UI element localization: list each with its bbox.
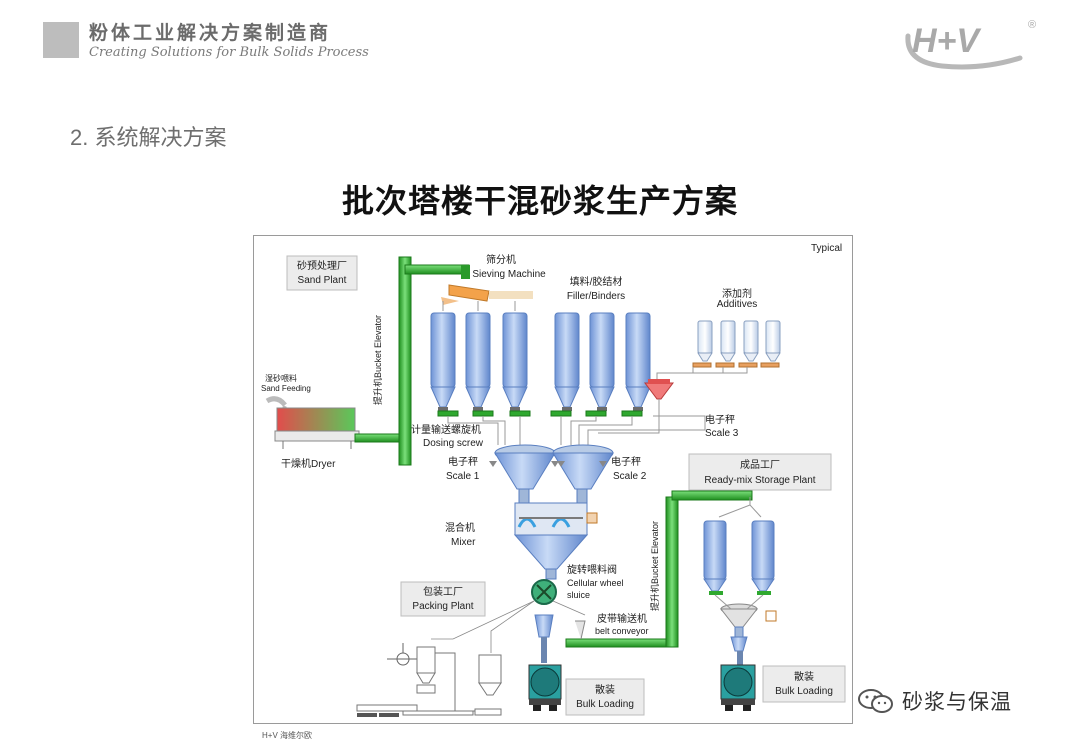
sieving-machine bbox=[441, 284, 533, 305]
scale-1-hopper bbox=[489, 444, 559, 490]
packing-plant-label-en: Packing Plant bbox=[412, 601, 473, 612]
mixer-label-cn: 混合机 bbox=[445, 521, 475, 534]
packing-plant-label-cn: 包装工厂 bbox=[423, 585, 463, 598]
valve-label-cn: 旋转喂料阀 bbox=[567, 563, 617, 576]
section-title: 2. 系统解决方案 bbox=[70, 125, 227, 150]
footer-note: H+V 海维尔欧 bbox=[262, 731, 313, 740]
sand-feeding-label-en: Sand Feeding bbox=[261, 384, 311, 393]
additives-label-cn: 添加剂 bbox=[722, 287, 752, 300]
bucket-elevator-1 bbox=[398, 256, 470, 466]
watermark: 砂浆与保温 bbox=[856, 686, 1012, 716]
storage-silo-1 bbox=[703, 520, 727, 592]
silo-filler-2 bbox=[589, 312, 615, 411]
scale-3-label-en: Scale 3 bbox=[705, 428, 739, 439]
company-name-cn: 粉体工业解决方案制造商 bbox=[89, 23, 332, 44]
belt-conveyor bbox=[565, 638, 679, 648]
packing-plant-box: 包装工厂 Packing Plant bbox=[400, 581, 486, 617]
packing-feed-lines bbox=[431, 600, 586, 653]
bucket-elevator-1-label: 提升机Bucket Elevator bbox=[372, 315, 383, 405]
dosing-screw-label-en: Dosing screw bbox=[423, 438, 484, 449]
scale-2-outlet bbox=[576, 488, 588, 504]
bulk-truck-2 bbox=[720, 664, 756, 711]
storage-silo-2 bbox=[751, 520, 775, 592]
bag-conveyor bbox=[356, 704, 502, 717]
scale-2-label-en: Scale 2 bbox=[613, 471, 647, 482]
storage-plant-box: 成品工厂 Ready-mix Storage Plant bbox=[688, 453, 832, 491]
belt-conveyor-label-cn: 皮带输送机 bbox=[597, 612, 647, 625]
silo-sand-1 bbox=[430, 312, 456, 411]
logo-text: H+V bbox=[912, 22, 982, 60]
filler-label-cn: 填料/胶结材 bbox=[570, 275, 623, 288]
belt-feed-hopper bbox=[575, 620, 586, 640]
sand-plant-label-cn: 砂预处理厂 bbox=[297, 259, 347, 272]
storage-screw-2 bbox=[757, 591, 771, 595]
valve-label-en-1: Cellular wheel bbox=[567, 578, 624, 588]
additive-silos bbox=[697, 320, 781, 362]
belt-conveyor-label-en: belt conveyor bbox=[595, 626, 649, 636]
storage-plant-label-en: Ready-mix Storage Plant bbox=[704, 475, 815, 486]
sand-feeding-label-cn: 湿砂喂料 bbox=[265, 373, 297, 383]
mixer-label-en: Mixer bbox=[451, 537, 476, 548]
logo-swoosh bbox=[905, 33, 1023, 70]
storage-plant-label-cn: 成品工厂 bbox=[740, 459, 780, 471]
silo-filler-1 bbox=[554, 312, 580, 411]
sand-feeding-arrow bbox=[265, 396, 287, 407]
bulk-loading-2-chute bbox=[730, 636, 748, 665]
bulk-loading-1-label-en: Bulk Loading bbox=[576, 699, 634, 710]
scale-1-outlet bbox=[518, 488, 530, 504]
bulk-loading-2-label-en: Bulk Loading bbox=[775, 686, 833, 697]
bulk-loading-2-label-cn: 散装 bbox=[794, 670, 814, 683]
silo-sand-3 bbox=[502, 312, 528, 411]
packing-equipment bbox=[387, 643, 502, 712]
sieving-label-en: Sieving Machine bbox=[472, 269, 546, 280]
bulk-truck-1 bbox=[528, 664, 562, 711]
scale-3 bbox=[644, 379, 674, 400]
dryer bbox=[274, 407, 360, 449]
bulk-loading-1-label-cn: 散装 bbox=[595, 683, 615, 696]
bulk-loading-2-box: 散装 Bulk Loading bbox=[762, 665, 846, 703]
cellular-wheel-sluice bbox=[531, 579, 557, 605]
storage-feed-lines bbox=[718, 497, 762, 518]
additive-dosing-screws bbox=[692, 362, 780, 368]
bucket-elevator-2-label: 提升机Bucket Elevator bbox=[649, 521, 660, 611]
header-gray-square bbox=[43, 22, 79, 58]
scale-3-feed-line bbox=[598, 399, 660, 434]
scale-1-label-cn: 电子秤 bbox=[448, 455, 478, 468]
diagram-title: 批次塔楼干混砂浆生产方案 bbox=[341, 183, 738, 219]
bucket-elevator-2 bbox=[665, 490, 753, 648]
process-diagram: Typical 砂预处理厂 Sand Plant 湿砂喂料 Sand Feedi… bbox=[253, 235, 853, 724]
additive-feed-line-3 bbox=[693, 367, 748, 374]
scale-2-hopper bbox=[552, 444, 614, 490]
storage-scale bbox=[719, 603, 777, 638]
wechat-icon bbox=[858, 689, 893, 713]
dryer-to-elevator-conveyor bbox=[354, 433, 402, 443]
sand-plant-box: 砂预处理厂 Sand Plant bbox=[286, 255, 358, 291]
scale-1-label-en: Scale 1 bbox=[446, 471, 480, 482]
bulk-loading-1-chute bbox=[534, 614, 554, 663]
valve-label-en-2: sluice bbox=[567, 590, 590, 600]
mixer bbox=[513, 502, 598, 580]
silo-sand-2 bbox=[465, 312, 491, 411]
scale-3-label-cn: 电子秤 bbox=[705, 413, 735, 426]
additive-feed-line bbox=[656, 367, 694, 381]
dosing-screws bbox=[437, 410, 643, 417]
scale-2-label-cn: 电子秤 bbox=[611, 455, 641, 468]
storage-scale-feed bbox=[714, 594, 764, 610]
hv-logo: H+V ® bbox=[905, 19, 1036, 70]
filler-label-en: Filler/Binders bbox=[567, 291, 625, 302]
typical-label: Typical bbox=[811, 243, 842, 254]
watermark-text: 砂浆与保温 bbox=[902, 691, 1012, 714]
logo-registered-mark: ® bbox=[1028, 19, 1036, 31]
additives-label-en: Additives bbox=[717, 299, 758, 310]
sieving-label-cn: 筛分机 bbox=[486, 253, 516, 266]
feed-lines-to-scales bbox=[447, 415, 706, 445]
storage-screw-1 bbox=[709, 591, 723, 595]
dryer-label: 干燥机Dryer bbox=[281, 457, 336, 470]
company-tagline-en: Creating Solutions for Bulk Solids Proce… bbox=[89, 45, 369, 60]
silo-filler-3 bbox=[625, 312, 651, 411]
sand-plant-label-en: Sand Plant bbox=[298, 275, 347, 286]
bulk-loading-1-box: 散装 Bulk Loading bbox=[565, 678, 645, 716]
dosing-screw-label-cn: 计量输送螺旋机 bbox=[411, 423, 481, 436]
